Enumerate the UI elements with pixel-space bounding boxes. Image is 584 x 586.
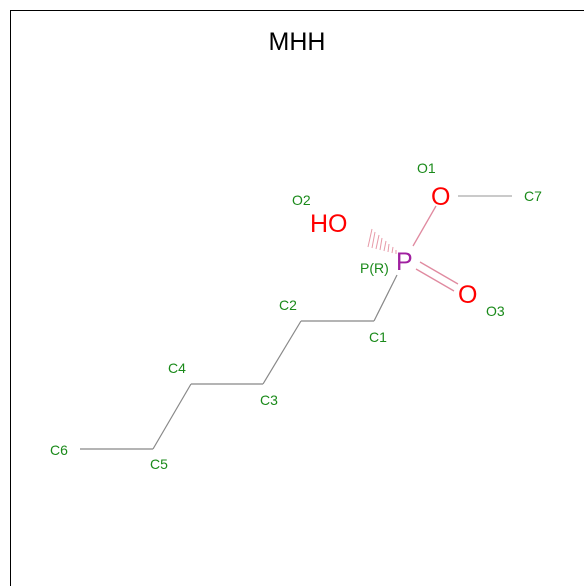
- label-c5: C5: [150, 456, 168, 472]
- label-c4: C4: [168, 360, 186, 376]
- label-o1: O1: [417, 160, 436, 176]
- atom-hydroxyl-oxygen: HO: [310, 210, 348, 238]
- bond-p-o2-hashed: [367, 228, 397, 254]
- label-p: P(R): [360, 260, 389, 276]
- label-c6: C6: [50, 442, 68, 458]
- bond-c3-c2: [262, 320, 302, 385]
- atom-oxygen-o3: O: [458, 281, 477, 309]
- atom-phosphorus: P: [396, 248, 413, 276]
- molecule-title: MHH: [268, 28, 326, 56]
- label-c7: C7: [524, 188, 542, 204]
- bond-c1-p: [373, 274, 398, 322]
- label-c3: C3: [260, 392, 278, 408]
- bond-c5-c4: [152, 383, 192, 450]
- label-c2: C2: [279, 297, 297, 313]
- bond-p-o1: [412, 205, 437, 247]
- label-c1: C1: [369, 329, 387, 345]
- diagram-frame: [10, 10, 584, 586]
- bond-p-o3: [415, 261, 459, 292]
- label-o3: O3: [486, 303, 505, 319]
- label-o2: O2: [292, 192, 311, 208]
- atom-oxygen-o1: O: [431, 183, 450, 211]
